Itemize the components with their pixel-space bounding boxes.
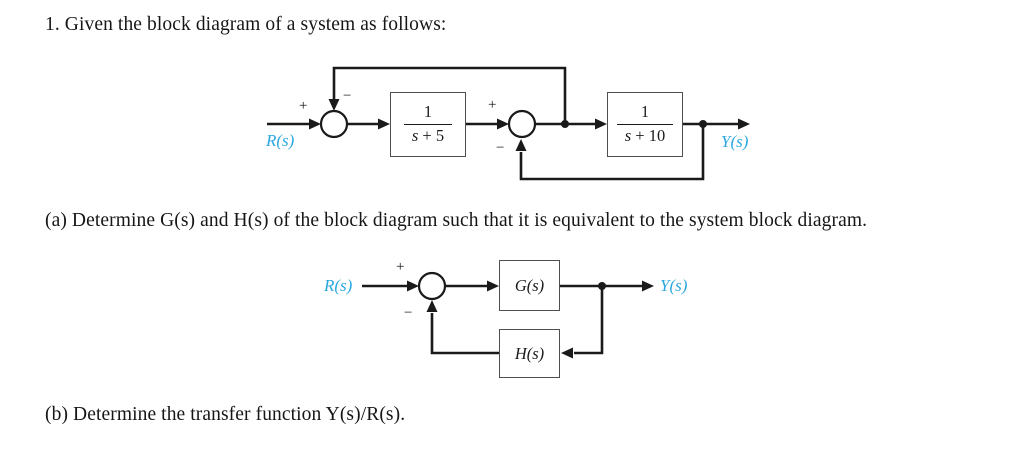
d2-wire-sum-gblock (445, 280, 499, 292)
system-block-diagram (267, 66, 750, 181)
d1-wire-sum1-block1 (347, 118, 390, 130)
part-b-text: (b) Determine the transfer function Y(s)… (45, 404, 406, 425)
d1-output-arrow (683, 118, 750, 130)
d2-input-arrow (362, 280, 419, 292)
d2-sum-junction (417, 271, 447, 301)
part-a-text: (a) Determine G(s) and H(s) of the block… (45, 210, 868, 231)
d1-block1-denominator: s + 5 (411, 126, 445, 145)
d2-sum-plus-sign: + (396, 259, 405, 275)
d2-output-arrow (560, 280, 654, 292)
d1-sum-junction-2 (507, 109, 537, 139)
d2-feedback-block: H(s) (499, 329, 560, 378)
d2-feedback-path (426, 300, 499, 355)
d1-top-feedback-path (328, 66, 567, 122)
d1-sum2-minus-sign: − (496, 140, 505, 156)
d1-input-arrow (267, 118, 321, 130)
equivalent-block-diagram (362, 271, 654, 359)
d1-bottom-feedback-path (515, 124, 705, 181)
d1-block1-fraction: 1 s + 5 (403, 102, 453, 146)
d2-wire-node-hblock (561, 286, 604, 359)
d1-transfer-block-2: 1 s + 10 (607, 92, 683, 157)
d2-forward-block: G(s) (499, 260, 560, 311)
d1-output-signal-label: Y(s) (721, 132, 749, 151)
d1-block2-fraction: 1 s + 10 (616, 102, 674, 146)
d2-forward-block-label: G(s) (514, 275, 545, 295)
problem-title: 1. Given the block diagram of a system a… (45, 14, 447, 35)
d1-sum1-minus-sign: − (343, 88, 352, 104)
d2-input-signal-label: R(s) (324, 276, 353, 295)
d1-pickoff-node-1 (561, 120, 569, 128)
d1-block2-numerator: 1 (616, 102, 674, 125)
d2-output-signal-label: Y(s) (660, 276, 688, 295)
d1-sum-junction-1 (319, 109, 349, 139)
d1-wire-sum2-block2 (535, 118, 607, 130)
d1-sum2-plus-sign: + (488, 97, 497, 113)
d1-transfer-block-1: 1 s + 5 (390, 92, 466, 157)
d1-block2-denominator: s + 10 (624, 126, 666, 145)
d1-wire-block1-sum2 (466, 118, 509, 130)
d1-block1-numerator: 1 (403, 102, 453, 125)
d1-sum1-plus-sign: + (299, 98, 308, 114)
d1-input-signal-label: R(s) (266, 131, 295, 150)
d2-feedback-block-label: H(s) (514, 343, 545, 363)
d2-sum-minus-sign: − (404, 305, 413, 321)
